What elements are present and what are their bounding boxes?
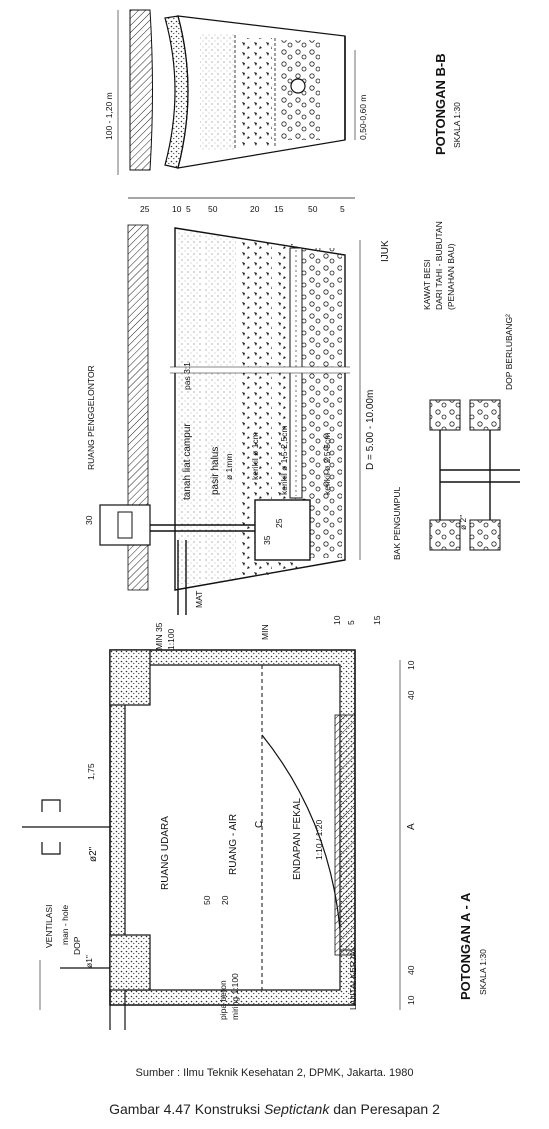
bb-title: POTONGAN B-B (433, 53, 448, 155)
bb-dim-10: 10 (172, 204, 182, 214)
bb-dim-20: 20 (250, 204, 260, 214)
kerikil-3-label: kerikil ø 2,5-5cm (322, 433, 332, 495)
min-label: MIN (260, 624, 270, 640)
bb-pipe (290, 78, 306, 94)
dim-20: 20 (220, 895, 230, 905)
slope-label: 1:100 (166, 628, 176, 650)
bb-sand (200, 34, 234, 150)
technical-drawing: 100 - 1,20 m 0,50-0,60 m POTONGAN B-B SK… (22, 9, 520, 1030)
pasir-halus-label: pasir halus (210, 447, 221, 495)
dim-50: 50 (202, 895, 212, 905)
vent-phi2-label: ø2" (88, 846, 99, 862)
bb-wall-curve (164, 15, 189, 169)
caption-italic: Septictank (263, 1101, 330, 1117)
mat-label: MAT (194, 591, 204, 608)
phi1-label: ø1" (84, 955, 94, 968)
source-note: Sumber : Ilmu Teknik Kesehatan 2, DPMK, … (135, 1067, 414, 1079)
kawat-label: KAWAT BESI (422, 259, 432, 310)
pasir-size-label: ø 1mm (224, 454, 234, 480)
dim-25: 25 (274, 518, 284, 528)
dim-175: 1,75 (86, 763, 96, 780)
miring-label: miring 1:100 (230, 973, 240, 1020)
dop-label: DOP BERLUBANG² (504, 314, 514, 390)
bb-dim-5b: 5 (340, 204, 345, 214)
aa-scale: SKALA 1:30 (478, 949, 488, 995)
profile-section: IJUK pas 3:1 tanah liat campur pasir hal… (84, 224, 402, 640)
bb-dim-width: 0,50-0,60 m (358, 95, 368, 140)
dim-35: 35 (262, 535, 272, 545)
bb-dim-50a: 50 (208, 204, 218, 214)
pipa-label: pipa beton (218, 980, 228, 1020)
bb-dimension-row: 25 10 5 50 20 15 50 5 (128, 197, 355, 214)
ruang-air-label: RUANG - AIR (228, 814, 239, 875)
pas-label: pas 3:1 (182, 362, 192, 390)
sludge-base (334, 714, 356, 956)
kerikil-2-label: kerikil ø 1,5-2,5cm (279, 426, 289, 495)
bb-dim-height: 100 - 1,20 m (104, 92, 114, 140)
ruang-penggelontor-box (99, 504, 151, 546)
bb-gravel-fine (240, 38, 272, 146)
profile-ground (127, 224, 149, 591)
dim-5: 5 (346, 620, 356, 625)
caption-suffix: dan Peresapan 2 (329, 1101, 440, 1117)
ventilasi-label: VENTILASI (44, 905, 54, 948)
ruang-udara-label: RUANG UDARA (160, 816, 171, 890)
fitting-detail: KAWAT BESI DARI TAHI - BUBUTAN (PENAHAN … (422, 221, 520, 551)
phi2-label: ø 2" (458, 515, 468, 530)
dim-10-bottom: 10 (406, 995, 416, 1005)
bak-pengumpul-box (254, 499, 311, 561)
caption-prefix: Gambar 4.47 Konstruksi (109, 1101, 264, 1117)
ratio-label: 1:10 / 1:20 (314, 820, 324, 860)
dim-10: 10 (332, 615, 342, 625)
penahan-label: (PENAHAN BAU) (446, 243, 456, 310)
tank-inner (124, 664, 341, 991)
aa-title: POTONGAN A - A (458, 892, 473, 1000)
length-label: D = 5.00 - 10.00m (365, 390, 376, 470)
dim-15: 15 (372, 615, 382, 625)
endapan-label: ENDAPAN FEKAL (292, 798, 303, 880)
section-aa: VENTILASI ø2" man - hole DOP ø1" 1,75 RU… (22, 622, 488, 1030)
dim-40-bottom: 40 (406, 965, 416, 975)
bak-pengumpul-label: BAK PENGUMPUL (392, 487, 402, 560)
dim-40-top: 40 (406, 690, 416, 700)
man-hole-label: man - hole (60, 905, 70, 945)
dari-label: DARI TAHI - BUBUTAN (434, 221, 444, 310)
a-label: A (406, 823, 417, 830)
section-bb: 100 - 1,20 m 0,50-0,60 m POTONGAN B-B SK… (104, 9, 462, 175)
bb-dim-5a: 5 (186, 204, 191, 214)
bb-dim-50b: 50 (308, 204, 318, 214)
ruang-penggelontor-label: RUANG PENGGELONTOR (86, 365, 96, 470)
outlet-manhole (109, 934, 151, 991)
min35-label: MIN 35 (154, 622, 164, 650)
dim-10-top: 10 (406, 660, 416, 670)
kerikil-1-label: kerikil ø 1cm (250, 432, 260, 480)
bb-dim-15: 15 (274, 204, 284, 214)
bb-scale: SKALA 1:30 (452, 102, 462, 148)
bb-body (177, 15, 346, 169)
inlet-manhole (109, 649, 151, 706)
lantai-label: LANTAI KERJA (348, 951, 358, 1010)
dim-30: 30 (84, 515, 94, 525)
bb-dim-25: 25 (140, 204, 150, 214)
c-label: C (254, 821, 265, 828)
profile-sand (204, 236, 236, 581)
tanah-liat-label: tanah liat campur (182, 423, 193, 500)
dop-label-aa: DOP (72, 936, 82, 955)
figure-caption: Gambar 4.47 Konstruksi Septictank dan Pe… (0, 1101, 549, 1117)
ijuk-label: IJUK (380, 240, 391, 262)
bb-soil-left (129, 9, 153, 171)
